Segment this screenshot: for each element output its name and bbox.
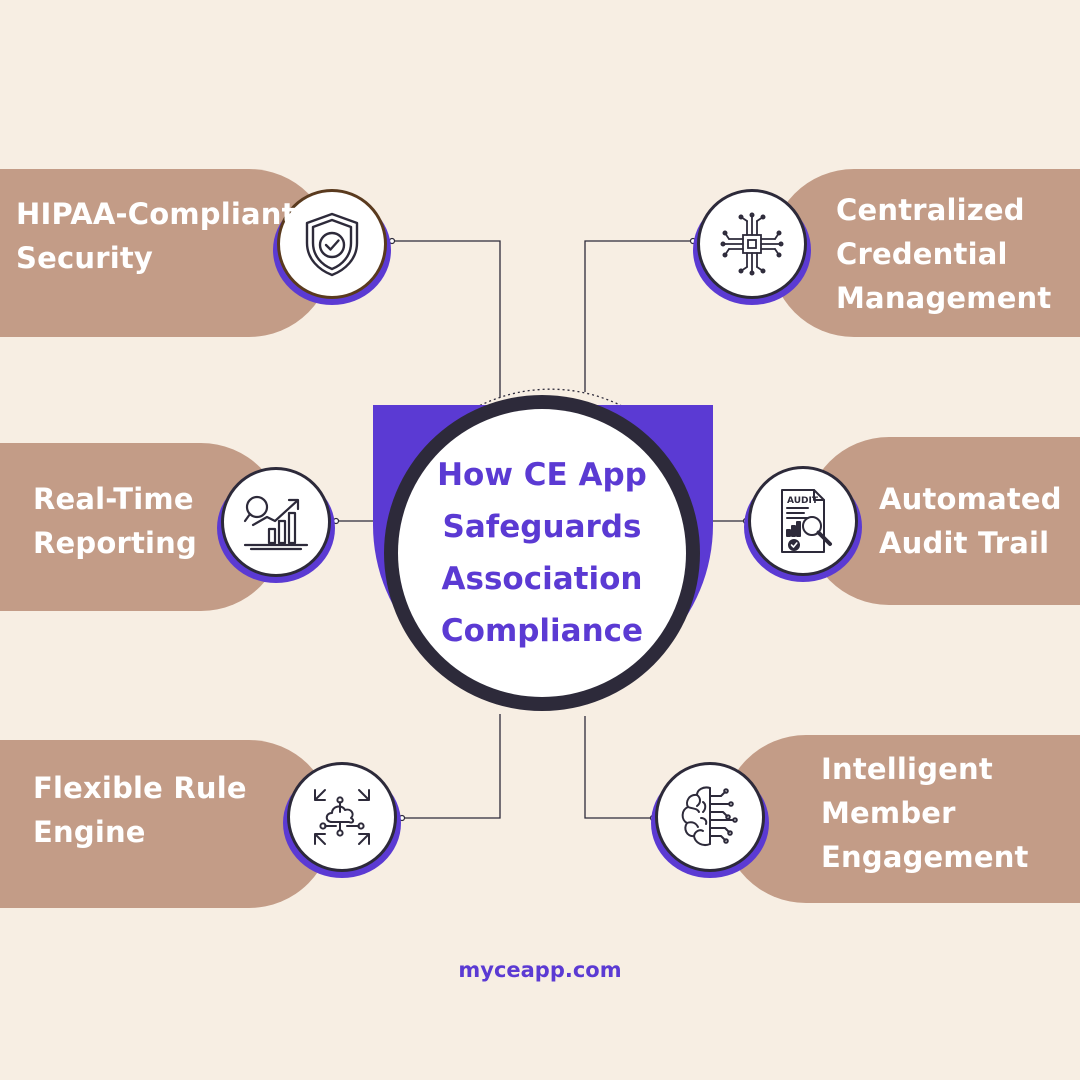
feature-icon-badge-credential [693,189,811,305]
circuit-chip-icon [720,212,784,276]
feature-icon-badge-hipaa [273,189,391,305]
feature-label-credential-management: Centralized Credential Management [836,193,1052,315]
feature-icon-badge-audit: AUDIT [744,466,862,582]
feature-icon-badge-rule-engine [283,762,401,878]
hub-circle: How CE App Safeguards Association Compli… [398,409,686,697]
feature-label-realtime-reporting: Real-Time Reporting [33,482,197,560]
shield-check-icon [305,212,359,277]
brain-circuit-icon [681,786,738,846]
feature-icon-badge-reporting [217,467,335,583]
hub-title: How CE App Safeguards Association Compli… [437,457,647,649]
feature-card-member-engagement [722,735,1080,903]
feature-icon-badge-engagement [651,762,769,878]
feature-label-rule-engine: Flexible Rule Engine [33,771,247,849]
growth-chart-icon [243,495,309,551]
audit-document-icon: AUDIT [781,489,832,553]
feature-label-member-engagement: Intelligent Member Engagement [821,752,1029,874]
feature-card-credential-management [770,169,1080,337]
feature-label-audit-trail: Automated Audit Trail [879,482,1062,560]
footer-url: myceapp.com [458,958,622,982]
svg-text:AUDIT: AUDIT [787,496,819,506]
feature-label-hipaa-security: HIPAA-Compliant Security [16,197,296,275]
cloud-network-icon [314,789,370,845]
feature-card-rule-engine [0,740,333,908]
